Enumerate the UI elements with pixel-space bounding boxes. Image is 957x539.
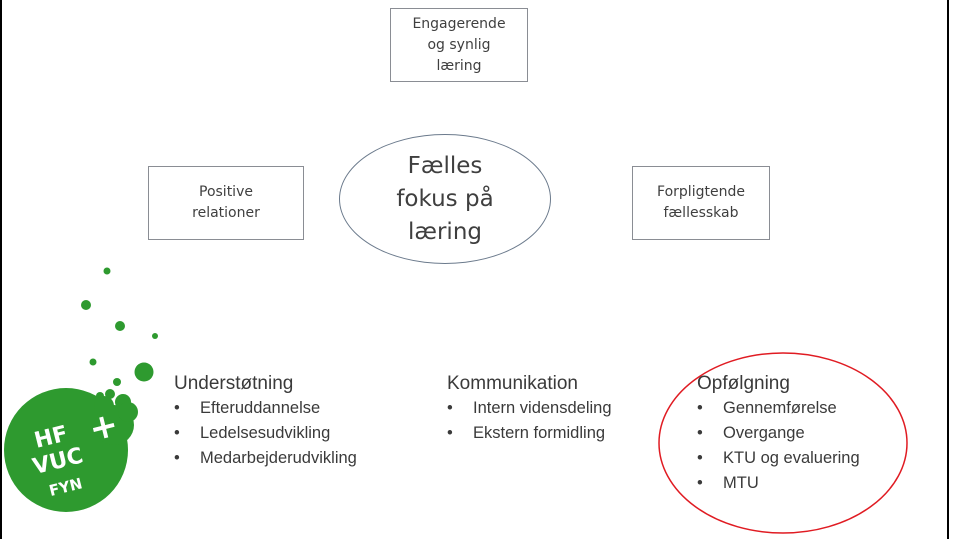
hf-vuc-fyn-logo: HF VUC FYN + — [4, 267, 158, 512]
column-title: Opfølgning — [697, 373, 790, 394]
column-title: Kommunikation — [447, 373, 578, 394]
bullet-list: Gennemførelse Overgange KTU og evaluerin… — [697, 396, 860, 496]
box-forpligtende: Forpligtende fællesskab — [632, 166, 770, 240]
list-item: Ledelsesudvikling — [174, 421, 357, 446]
center-ellipse: Fælles fokus på læring — [339, 134, 551, 264]
column-kommunikation: Kommunikation Intern vidensdeling Ekster… — [447, 371, 612, 446]
list-item: Efteruddannelse — [174, 396, 357, 421]
list-item: MTU — [697, 471, 860, 496]
list-item: Gennemførelse — [697, 396, 860, 421]
box-forpligtende-label: Forpligtende fællesskab — [657, 184, 745, 221]
bullet-list: Intern vidensdeling Ekstern formidling — [447, 396, 612, 446]
bullet-list: Efteruddannelse Ledelsesudvikling Medarb… — [174, 396, 357, 471]
right-frame-line — [947, 0, 949, 539]
list-item: Medarbejderudvikling — [174, 446, 357, 471]
left-frame-line — [0, 0, 2, 539]
center-label: Fælles fokus på læring — [396, 152, 494, 245]
column-title: Understøtning — [174, 373, 294, 394]
column-opfolgning: Opfølgning Gennemførelse Overgange KTU o… — [697, 371, 860, 496]
list-item: Ekstern formidling — [447, 421, 612, 446]
box-positive-relationer-label: Positive relationer — [192, 184, 260, 221]
list-item: KTU og evaluering — [697, 446, 860, 471]
box-positive-relationer: Positive relationer — [148, 166, 304, 240]
list-item: Overgange — [697, 421, 860, 446]
column-understotning: Understøtning Efteruddannelse Ledelsesud… — [174, 371, 357, 471]
box-engagerende-label: Engagerende og synlig læring — [412, 15, 506, 74]
box-engagerende: Engagerende og synlig læring — [390, 8, 528, 82]
highlight-ellipse — [658, 352, 908, 534]
list-item: Intern vidensdeling — [447, 396, 612, 421]
